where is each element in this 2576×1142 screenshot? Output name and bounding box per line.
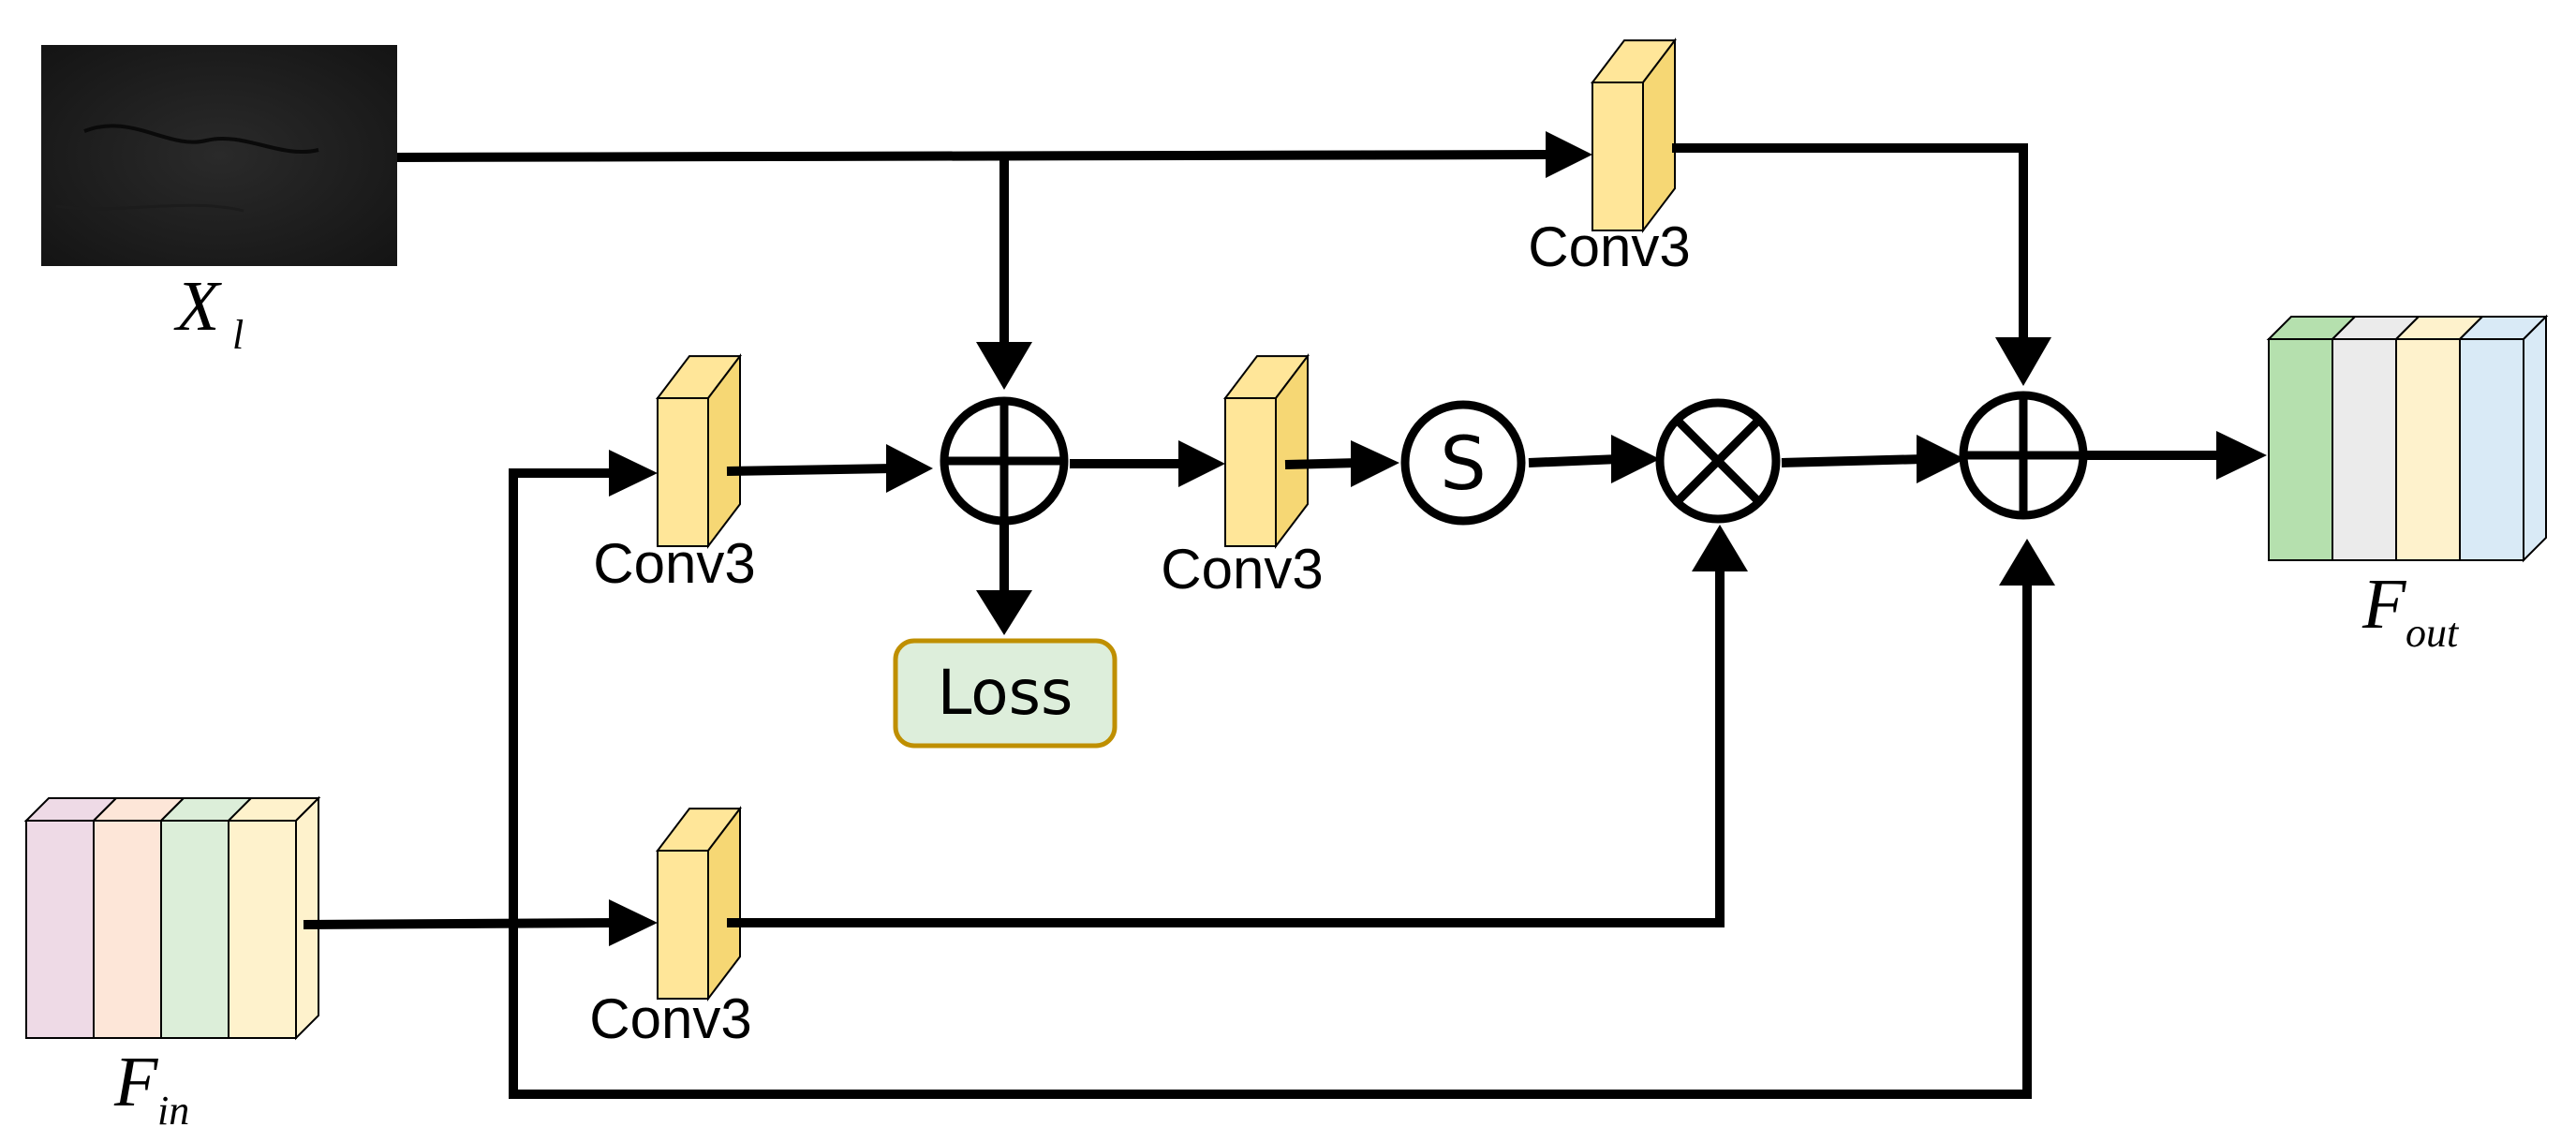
fin-stack-slice-0	[25, 820, 95, 1039]
arrowhead-add-top	[976, 342, 1032, 390]
sigmoid-operator: S	[1400, 400, 1526, 526]
fout-stack-slice-3	[2459, 338, 2524, 561]
wire-fin-to-bottom-conv	[303, 918, 619, 929]
arrowhead-left-conv	[609, 450, 658, 497]
connection-lines	[303, 131, 2267, 1099]
input-image-xl	[41, 45, 397, 266]
conv-bottom-front-face	[657, 850, 709, 1000]
conv3-block-middle	[1222, 353, 1310, 549]
fin-symbol: F	[113, 1043, 159, 1121]
wire-bottom-conv-to-multiply	[727, 571, 1725, 927]
crack-image	[41, 45, 397, 266]
fin-stack-slice-2	[160, 820, 229, 1039]
loss-label: Loss	[938, 657, 1073, 729]
arrowhead-loss	[976, 590, 1032, 635]
arrowhead-final-add-left	[1917, 435, 1965, 483]
arrowhead-output	[2216, 431, 2267, 480]
crack-line	[83, 124, 319, 155]
conv-left-front-face	[657, 397, 709, 547]
conv3-label-bottom: Conv3	[589, 987, 751, 1050]
conv-top-front-face	[1591, 82, 1644, 231]
conv3-label-middle: Conv3	[1161, 538, 1323, 601]
add-operator-final	[1959, 391, 2088, 520]
add-operator-1	[940, 396, 1069, 526]
arrowhead-multiply-left	[1611, 435, 1660, 483]
fin-stack-slice-1	[93, 820, 162, 1039]
conv3-label-top: Conv3	[1528, 215, 1690, 278]
loss-box: Loss	[893, 638, 1118, 749]
conv-mid-front-face	[1224, 397, 1277, 547]
conv3-block-left	[655, 353, 743, 549]
arrowhead-top-conv	[1546, 131, 1592, 178]
arrowhead-multiply-bottom	[1692, 525, 1748, 571]
conv3-block-bottom	[655, 806, 743, 1001]
arrowhead-bottom-conv	[609, 899, 658, 946]
arrowhead-add-left	[886, 444, 933, 493]
wire-loop-to-left-conv	[509, 468, 618, 923]
loss-box-frame	[893, 638, 1118, 749]
fin-stack-side	[295, 795, 319, 1041]
wire-sigmoid-to-multiply	[1528, 454, 1620, 467]
xl-subscript: l	[232, 312, 244, 358]
arrowhead-final-add-top	[1995, 337, 2051, 386]
wire-multiply-to-final-add	[1781, 454, 1925, 467]
arrowhead-mid-conv	[1178, 440, 1225, 487]
sigmoid-symbol: S	[1440, 423, 1487, 507]
xl-symbol: X	[173, 267, 222, 346]
fout-subscript: out	[2406, 610, 2460, 656]
arrowhead-final-add-bottom	[1999, 539, 2055, 586]
fout-stack-slice-0	[2268, 338, 2333, 561]
wire-left-conv-to-add	[726, 464, 895, 476]
input-feature-stack-fin	[23, 795, 321, 1041]
fout-stack-side	[2523, 314, 2547, 563]
arrowhead-sigmoid	[1351, 440, 1399, 487]
wire-xl-to-top-conv	[396, 150, 1556, 162]
multiply-operator	[1655, 398, 1781, 524]
wire-top-conv-to-final-add	[1672, 143, 2028, 341]
output-feature-stack-fout	[2266, 314, 2549, 563]
texture-line	[55, 203, 244, 213]
fout-symbol: F	[2361, 565, 2407, 644]
fin-stack-slice-3	[228, 820, 297, 1039]
conv3-block-top	[1590, 37, 1678, 233]
wire-mid-conv-to-sigmoid	[1284, 458, 1359, 469]
wire-loop-to-final-add	[509, 581, 2032, 1099]
conv3-label-left: Conv3	[593, 532, 755, 595]
fin-subscript: in	[157, 1088, 189, 1134]
fout-stack-slice-2	[2395, 338, 2461, 561]
fout-stack-slice-1	[2332, 338, 2397, 561]
